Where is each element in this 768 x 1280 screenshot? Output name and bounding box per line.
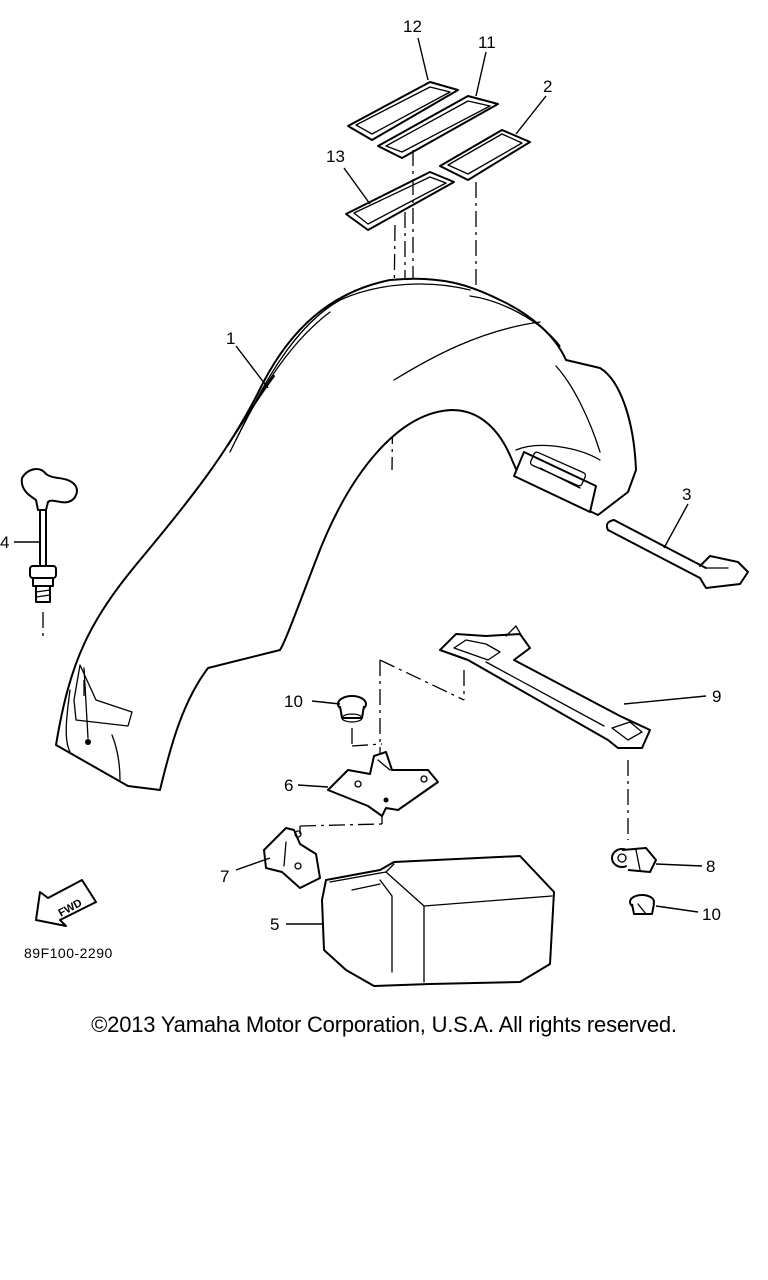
grommet-lower	[629, 894, 655, 915]
rear-fender	[55, 277, 637, 791]
callout-12: 12	[403, 17, 422, 36]
battery-bracket	[299, 751, 439, 827]
leader-lines	[14, 37, 707, 925]
copyright-notice: ©2013 Yamaha Motor Corporation, U.S.A. A…	[91, 1012, 677, 1037]
side-bracket	[263, 826, 321, 889]
callout-1: 1	[226, 329, 235, 348]
fwd-arrow-icon: FWD	[35, 879, 97, 927]
battery	[321, 855, 555, 987]
callout-5: 5	[270, 915, 279, 934]
callout-13: 13	[326, 147, 345, 166]
callout-11: 11	[478, 33, 496, 52]
wing-bolt	[20, 468, 78, 640]
alignment-line	[379, 659, 465, 701]
hinge-pin	[605, 519, 749, 589]
callout-3: 3	[682, 485, 691, 504]
clamp	[611, 847, 657, 873]
callout-6: 6	[284, 776, 293, 795]
callout-10-upper: 10	[284, 692, 303, 711]
label-part-13	[345, 171, 455, 231]
callout-7: 7	[220, 867, 229, 886]
callout-10-lower: 10	[702, 905, 721, 924]
grommet-upper	[337, 695, 383, 747]
callout-9: 9	[712, 687, 721, 706]
callout-2: 2	[543, 77, 552, 96]
label-part-12	[347, 81, 459, 141]
callout-8: 8	[706, 857, 715, 876]
callout-4: 4	[0, 533, 9, 552]
part-code: 89F100-2290	[24, 945, 113, 961]
exploded-parts-diagram: FWD 12 11 2 13 1 3 4 10 6 7 5 9 8 10 89F…	[0, 17, 749, 987]
battery-band	[439, 625, 651, 840]
emblem-part-2	[439, 129, 531, 181]
label-part-11	[377, 95, 499, 159]
